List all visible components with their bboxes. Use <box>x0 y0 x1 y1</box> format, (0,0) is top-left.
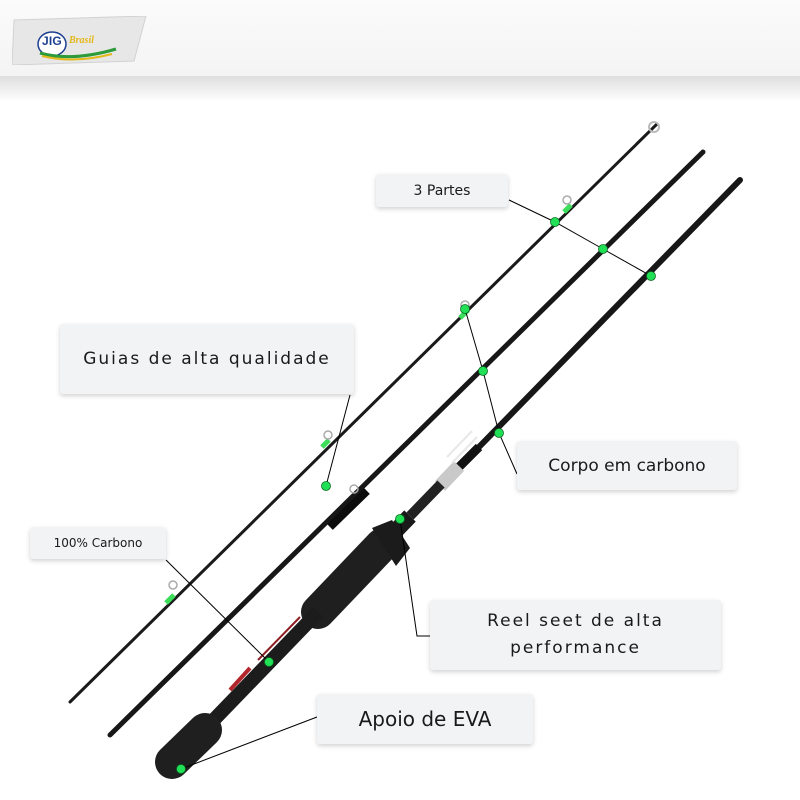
marker-dot <box>264 657 274 667</box>
marker-dot <box>478 366 488 376</box>
callout-carbon-body: Corpo em carbono <box>517 441 737 490</box>
header-shadow <box>0 76 800 102</box>
callout-leader-lines <box>165 199 652 770</box>
callout-three-parts: 3 Partes <box>376 174 508 207</box>
marker-dot <box>460 304 470 314</box>
callout-reel-seat: Reel seet de alta performance <box>430 600 721 670</box>
callout-guides: Guias de alta qualidade <box>60 324 354 394</box>
reel-seat-trigger-icon <box>372 430 478 566</box>
marker-dot <box>321 481 331 491</box>
callout-markers <box>176 217 656 774</box>
marker-dot <box>550 217 560 227</box>
logo-subtext: Brasil <box>69 35 95 46</box>
marker-dot <box>598 244 608 254</box>
callout-eva-grip: Apoio de EVA <box>317 694 533 744</box>
brand-logo <box>12 16 147 65</box>
marker-dot <box>646 271 656 281</box>
logo-text: JIG <box>42 34 62 48</box>
marker-dot <box>494 428 504 438</box>
marker-dot <box>176 764 186 774</box>
callout-carbon-percent: 100% Carbono <box>30 527 166 559</box>
marker-dot <box>395 514 405 524</box>
